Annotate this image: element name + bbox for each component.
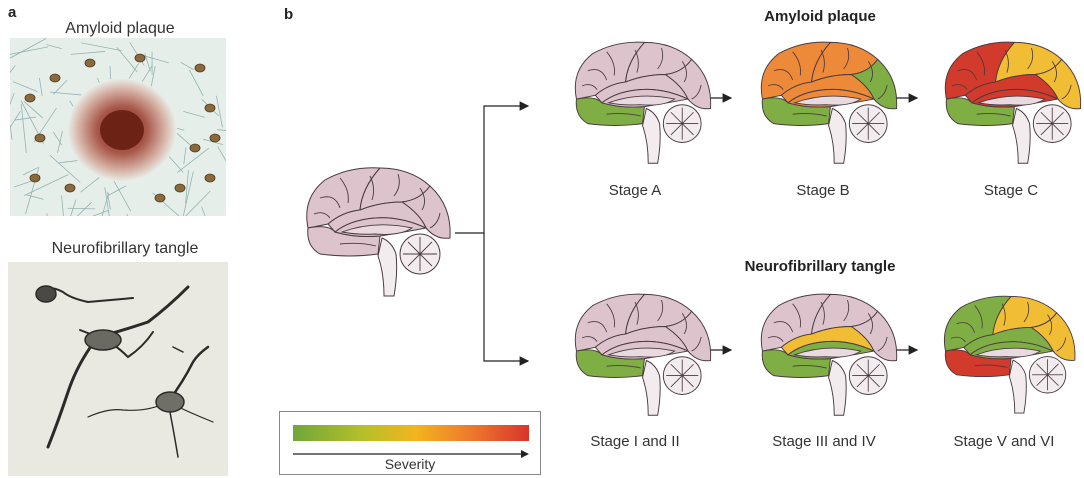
panel-b-letter: b [284, 6, 294, 23]
brain-amyloid-stage-a [574, 41, 712, 164]
amyloid-plaque-micrograph [10, 38, 226, 216]
severity-label: Severity [384, 456, 436, 472]
brain-amyloid-stage-c [944, 41, 1082, 164]
brain-tangle-stage-1-2 [574, 293, 712, 416]
amyloid-section-title: Amyloid plaque [764, 8, 876, 25]
severity-gradient-bar [293, 425, 529, 441]
tangle-section-title: Neurofibrillary tangle [744, 258, 896, 275]
amyloid-plaque-image-label: Amyloid plaque [65, 20, 175, 37]
neurofibrillary-tangle-image-label: Neurofibrillary tangle [51, 240, 199, 257]
brain-tangle-stage-3-4 [760, 293, 898, 416]
amyloid-stage-label-b: Stage B [796, 182, 850, 199]
brain-amyloid-stage-b [760, 41, 898, 164]
tangle-stage-label-3-4: Stage III and IV [772, 433, 876, 450]
panel-a-letter: a [8, 4, 17, 21]
tangle-stage-label-5-6: Stage V and VI [953, 433, 1055, 450]
severity-legend: Severity [279, 411, 541, 475]
brain-tangle-stage-5-6 [943, 295, 1076, 414]
tangle-stage-label-1-2: Stage I and II [590, 433, 680, 450]
severity-arrow [293, 450, 529, 458]
amyloid-stage-label-a: Stage A [608, 182, 662, 199]
amyloid-stage-label-c: Stage C [983, 182, 1039, 199]
brain-unaffected [306, 167, 451, 297]
neurofibrillary-tangle-micrograph [8, 262, 228, 476]
